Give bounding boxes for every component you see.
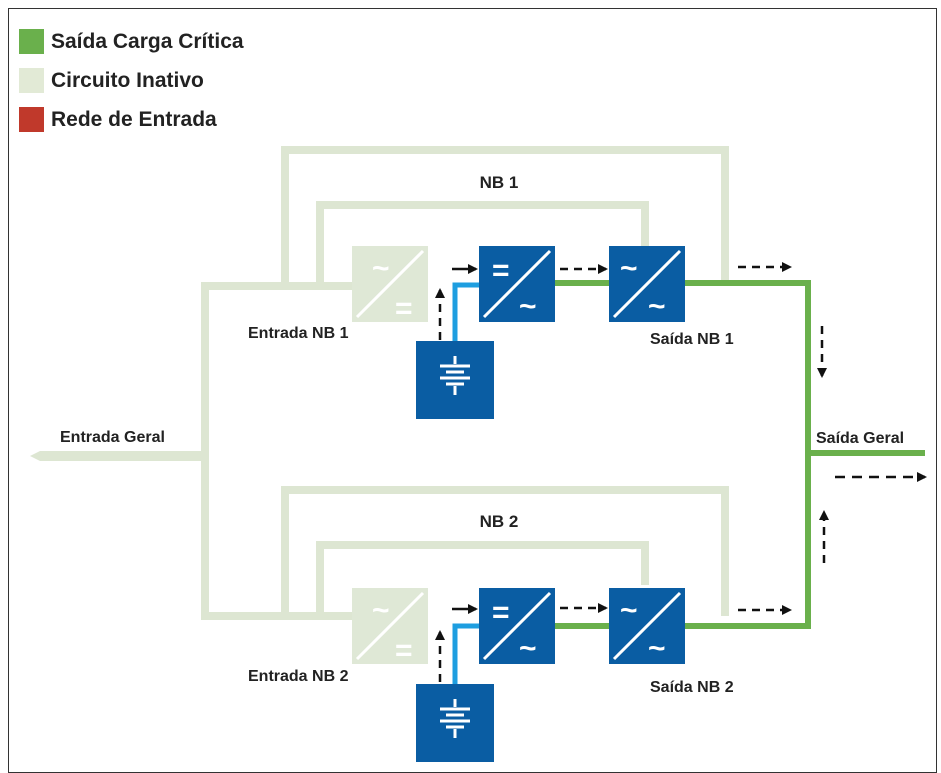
legend-label-critical-load: Saída Carga Crítica (51, 29, 244, 53)
label-nb2: NB 2 (480, 512, 519, 531)
legend-item-input-grid: Rede de Entrada (19, 100, 244, 139)
label-nb1: NB 1 (480, 173, 519, 192)
svg-text:~: ~ (519, 632, 537, 665)
nb1-rectifier-inactive: ~ = (352, 246, 428, 325)
legend-swatch-inactive-circuit (19, 68, 44, 93)
nb2-output-ac-ac: ~ ~ (609, 588, 685, 665)
svg-text:~: ~ (648, 290, 666, 323)
nb1-battery-icon (416, 341, 494, 419)
label-entrada-nb2: Entrada NB 2 (248, 668, 349, 685)
svg-text:~: ~ (372, 252, 390, 285)
svg-text:=: = (395, 634, 413, 667)
nb2-battery-icon (416, 684, 494, 762)
critical-load-lines (553, 280, 925, 629)
svg-text:~: ~ (648, 632, 666, 665)
svg-text:~: ~ (620, 252, 638, 285)
svg-text:=: = (395, 292, 413, 325)
legend-item-inactive-circuit: Circuito Inativo (19, 61, 244, 100)
legend-label-input-grid: Rede de Entrada (51, 107, 217, 131)
svg-text:=: = (492, 596, 510, 629)
legend-swatch-critical-load (19, 29, 44, 54)
label-entrada-geral: Entrada Geral (60, 429, 165, 446)
nb1-inverter-dc-ac: = ~ (479, 246, 555, 323)
nb1-output-ac-ac: ~ ~ (609, 246, 685, 323)
label-saida-nb1: Saída NB 1 (650, 331, 734, 348)
inactive-circuit-lines (30, 146, 729, 620)
svg-text:=: = (492, 254, 510, 287)
svg-text:~: ~ (620, 594, 638, 627)
svg-text:~: ~ (372, 594, 390, 627)
legend: Saída Carga Crítica Circuito Inativo Red… (19, 22, 244, 139)
nb2-rectifier-inactive: ~ = (352, 588, 428, 667)
legend-item-critical-load: Saída Carga Crítica (19, 22, 244, 61)
nb2-inverter-dc-ac: = ~ (479, 588, 555, 665)
label-entrada-nb1: Entrada NB 1 (248, 325, 349, 342)
flow-arrows (435, 262, 927, 682)
svg-text:~: ~ (519, 290, 537, 323)
battery-links (452, 282, 482, 685)
label-saida-nb2: Saída NB 2 (650, 679, 734, 696)
legend-swatch-input-grid (19, 107, 44, 132)
label-saida-geral: Saída Geral (816, 430, 904, 447)
legend-label-inactive-circuit: Circuito Inativo (51, 68, 204, 92)
